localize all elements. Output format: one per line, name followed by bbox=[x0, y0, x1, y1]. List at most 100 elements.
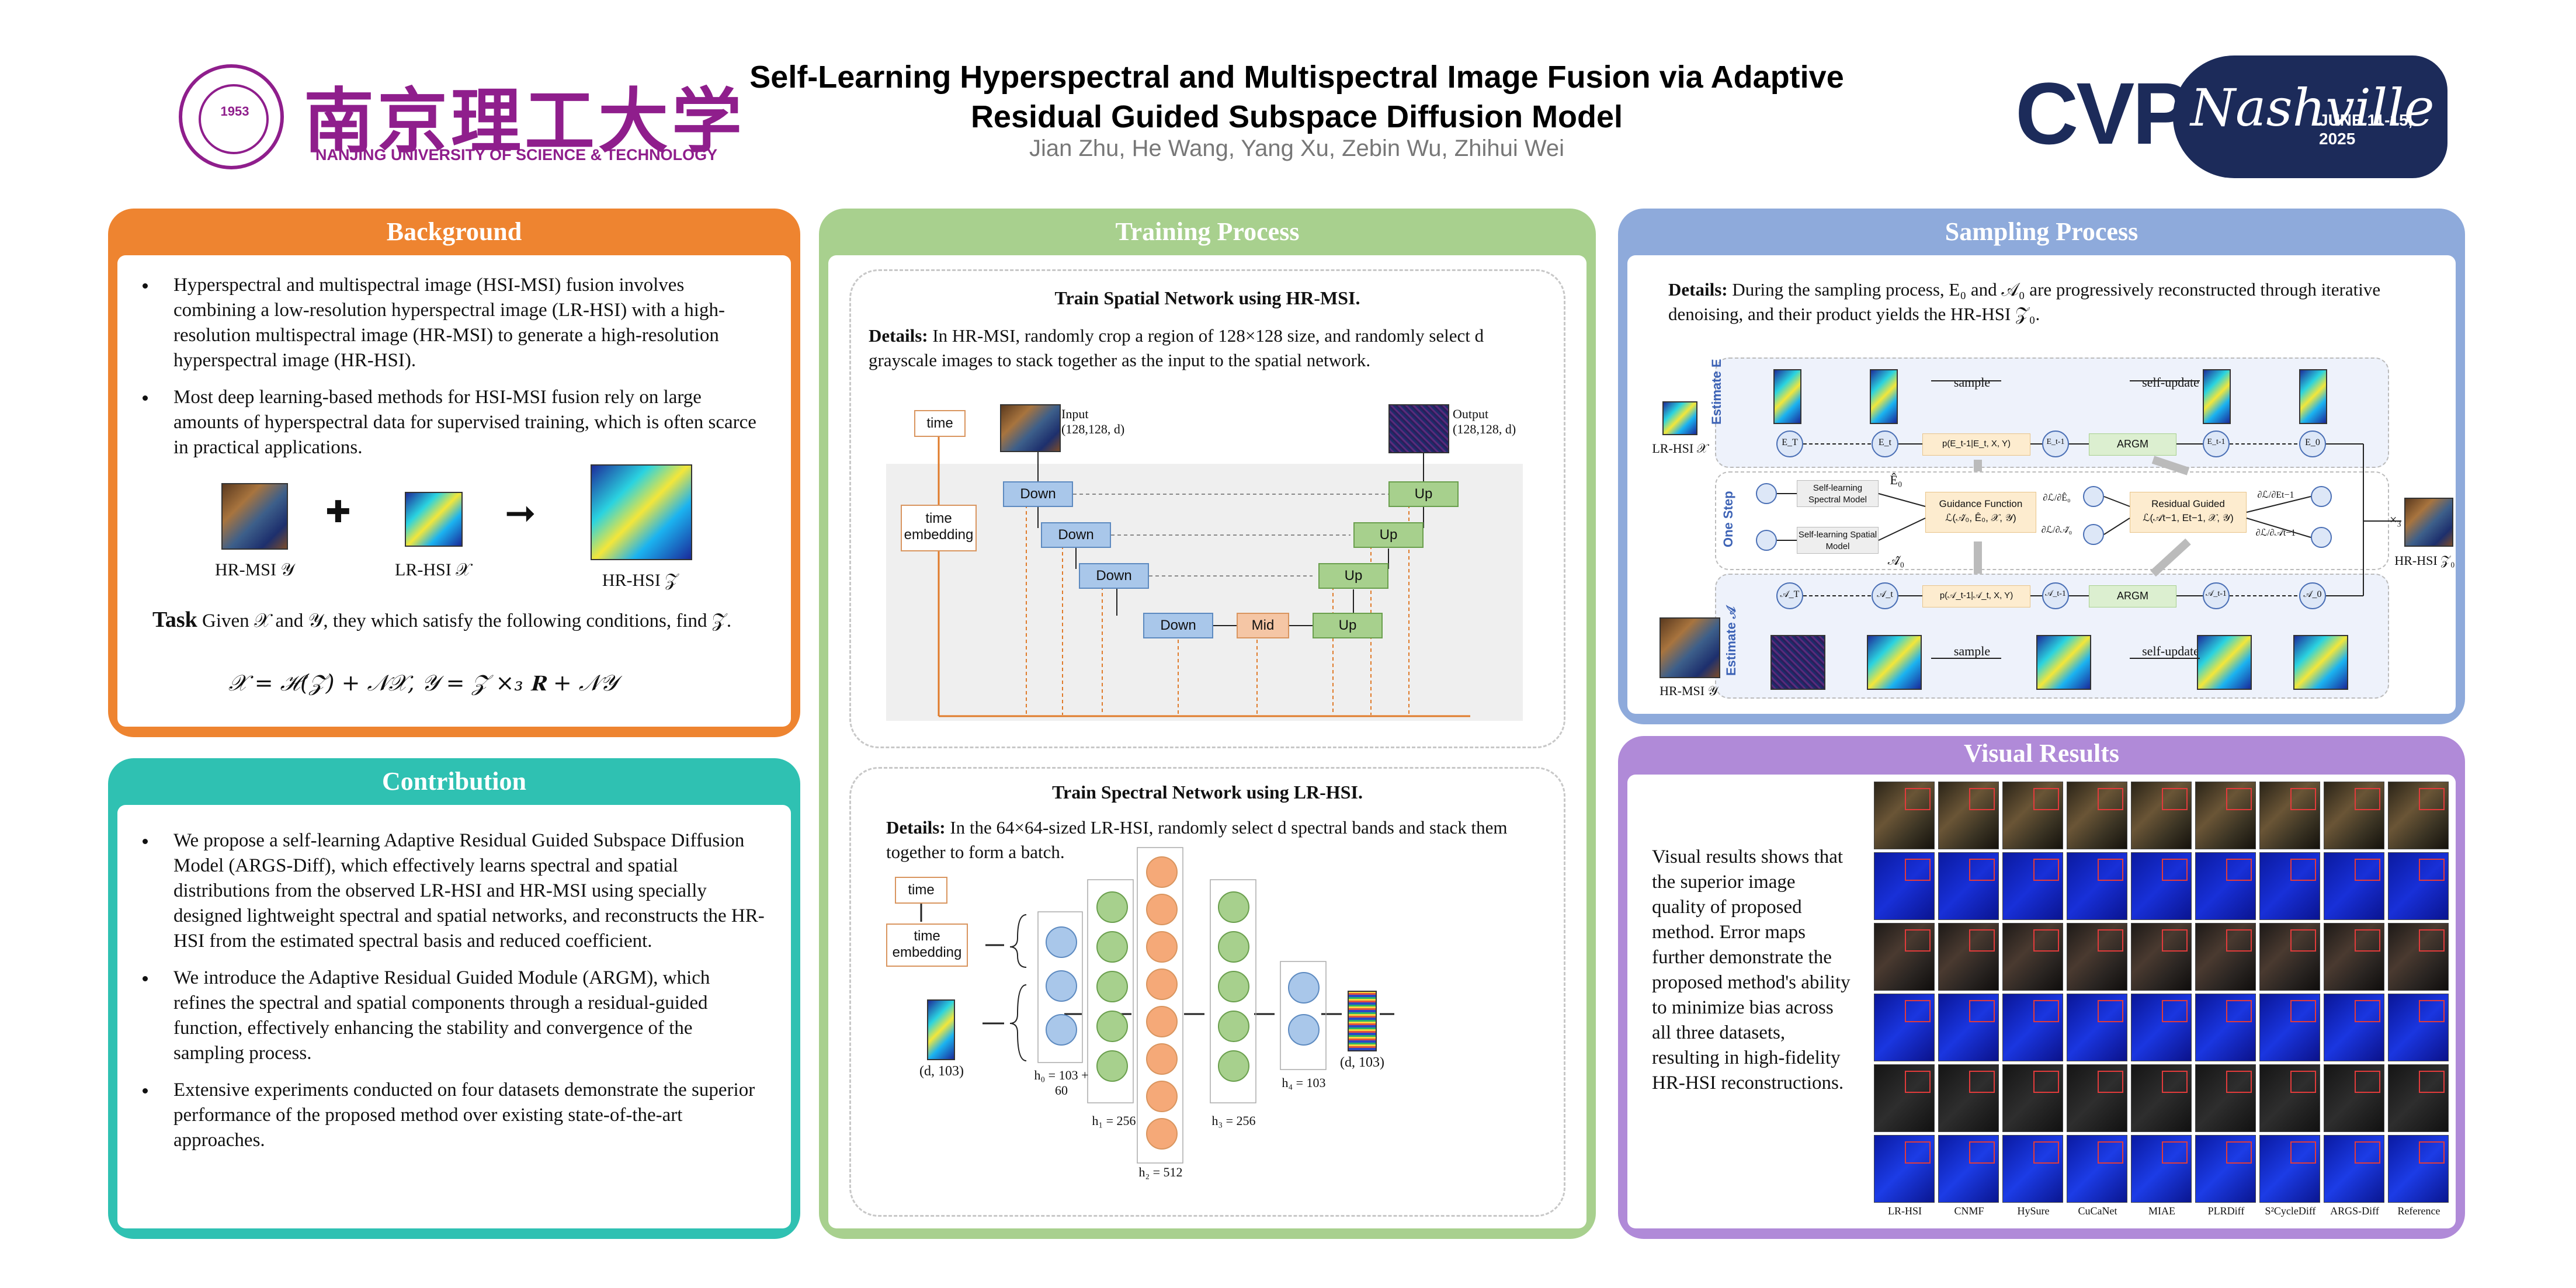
residual-guided-title: Residual Guided bbox=[2151, 498, 2225, 509]
result-cell bbox=[2324, 782, 2384, 849]
e-sample-label: sample bbox=[1953, 375, 1991, 390]
zoom-box bbox=[2033, 1000, 2059, 1022]
sampling-arrows bbox=[1777, 380, 2401, 659]
result-cell bbox=[1938, 1135, 1999, 1203]
spectral-time-embedding-box: time embedding bbox=[886, 924, 968, 967]
spatial-output-title: Output bbox=[1453, 407, 1489, 421]
layer4-node-2 bbox=[1288, 1014, 1320, 1046]
sampling-details: Details: During the sampling process, E₀… bbox=[1668, 277, 2439, 327]
hr-hsi-caption: HR-HSI 𝒵 bbox=[602, 571, 679, 590]
training-panel: Training Process Train Spatial Network u… bbox=[819, 209, 1596, 1239]
task-label: Task bbox=[152, 607, 197, 632]
zoom-box bbox=[2419, 859, 2445, 881]
layer3-node-1 bbox=[1218, 891, 1249, 923]
result-cell bbox=[2195, 1064, 2256, 1132]
background-bullets: Hyperspectral and multispectral image (H… bbox=[134, 273, 765, 472]
mlp-connections bbox=[920, 847, 1394, 1164]
sampling-details-text: During the sampling process, E₀ and 𝒜₀ a… bbox=[1668, 279, 2381, 324]
method-label-s2cyclediff: S²CycleDiff bbox=[2265, 1205, 2316, 1217]
training-body: Train Spatial Network using HR-MSI. Deta… bbox=[828, 255, 1586, 1228]
layer0-node-3 bbox=[1046, 1014, 1077, 1046]
result-cell bbox=[2259, 852, 2320, 920]
result-cell bbox=[2067, 994, 2127, 1061]
zoom-box bbox=[2226, 929, 2252, 952]
result-cell bbox=[2002, 1135, 2063, 1203]
result-cell bbox=[2002, 852, 2063, 920]
layer3-node-4 bbox=[1218, 1011, 1249, 1042]
layer2-node-8 bbox=[1146, 1118, 1178, 1150]
zoom-box bbox=[2290, 788, 2316, 810]
zoom-box bbox=[1905, 859, 1931, 881]
down-block-1: Down bbox=[1003, 481, 1073, 507]
contribution-bullet-2: We introduce the Adaptive Residual Guide… bbox=[157, 966, 765, 1066]
result-cell bbox=[2067, 923, 2127, 991]
layer2-node-6 bbox=[1146, 1043, 1178, 1075]
e-node-t: E_t bbox=[1872, 431, 1898, 457]
spatial-output-label: Output (128,128, d) bbox=[1453, 407, 1540, 437]
conference-dates: JUNE 11-15, 2025 bbox=[2319, 111, 2413, 148]
poster-title-line2: Residual Guided Subspace Diffusion Model bbox=[970, 99, 1623, 134]
visual-results-text: Visual results shows that the superior i… bbox=[1652, 846, 1851, 1093]
result-cell bbox=[2067, 1135, 2127, 1203]
grad-e2-label: ∂ℒ/∂Et−1 bbox=[2257, 490, 2294, 500]
zoom-box bbox=[2033, 1071, 2059, 1093]
e-node-t-1: E_t-1 bbox=[2042, 431, 2069, 457]
layer4-label: h₄ = 103 bbox=[1282, 1075, 1326, 1090]
zoom-box bbox=[1969, 1141, 1995, 1164]
plus-icon: ✚ bbox=[325, 495, 351, 530]
up-block-3: Up bbox=[1353, 522, 1424, 548]
task-equation: 𝒳 = ℋ(𝒵) + 𝒩𝒳, 𝒴 = 𝒵 ×₃ 𝐑 + 𝒩𝒴 bbox=[228, 670, 617, 696]
grad-a2-label: ∂ℒ/∂𝒜t−1 bbox=[2255, 528, 2296, 538]
result-cell bbox=[2259, 923, 2320, 991]
zoom-box bbox=[2355, 859, 2380, 881]
zoom-box bbox=[2033, 929, 2059, 952]
poster-title: Self-Learning Hyperspectral and Multispe… bbox=[689, 57, 1904, 137]
spatial-time-box: time bbox=[914, 410, 966, 437]
layer2-label: h₂ = 512 bbox=[1138, 1165, 1183, 1179]
zoom-box bbox=[1969, 1000, 1995, 1022]
zoom-box bbox=[2290, 859, 2316, 881]
down-block-4: Down bbox=[1143, 613, 1213, 638]
spatial-details: Details: In HR-MSI, randomly crop a regi… bbox=[869, 324, 1552, 373]
a-node-t: 𝒜_t bbox=[1872, 582, 1898, 609]
zoom-box bbox=[2033, 1141, 2059, 1164]
a-thumb-1 bbox=[1770, 635, 1825, 690]
method-label-args-diff: ARGS-Diff bbox=[2330, 1205, 2379, 1217]
spatial-output-size: (128,128, d) bbox=[1453, 422, 1516, 436]
spatial-network-box: Train Spatial Network using HR-MSI. Deta… bbox=[849, 269, 1565, 748]
a0-hat-label: 𝒜̂₀ bbox=[1887, 553, 1905, 568]
zoom-box bbox=[2098, 859, 2123, 881]
zoom-box bbox=[2226, 788, 2252, 810]
mid-block: Mid bbox=[1237, 613, 1289, 638]
guidance-function-sub: ℒ(𝒜̂₀, Ê₀, 𝒳, 𝒴) bbox=[1945, 512, 2016, 523]
zoom-box bbox=[1905, 1141, 1931, 1164]
result-cell bbox=[2388, 994, 2449, 1061]
zoom-box bbox=[1905, 1071, 1931, 1093]
method-label-lr-hsi: LR-HSI bbox=[1888, 1205, 1922, 1217]
e0-hat-label: Ê₀ bbox=[1890, 473, 1903, 487]
e-argm-box: ARGM bbox=[2089, 433, 2176, 456]
a-sample-label: sample bbox=[1953, 644, 1991, 658]
zoom-box bbox=[1969, 929, 1995, 952]
spectral-network-box: Train Spectral Network using LR-HSI. Det… bbox=[849, 767, 1565, 1217]
visual-results-body: Visual results shows that the superior i… bbox=[1627, 775, 2456, 1228]
grad-a-label: ∂ℒ/∂𝒜̂₀ bbox=[2041, 525, 2072, 535]
zoom-box bbox=[2419, 788, 2445, 810]
result-cell bbox=[2131, 1135, 2192, 1203]
hr-msi-image bbox=[221, 483, 288, 550]
spatial-details-label: Details: bbox=[869, 325, 928, 346]
e-thumb-4 bbox=[2299, 369, 2327, 424]
result-cell bbox=[2067, 782, 2127, 849]
zoom-box bbox=[2033, 859, 2059, 881]
contribution-heading: Contribution bbox=[382, 767, 526, 796]
result-cell bbox=[1938, 923, 1999, 991]
result-cell bbox=[2002, 994, 2063, 1061]
result-cell bbox=[2324, 852, 2384, 920]
result-cell bbox=[1938, 852, 1999, 920]
lr-hsi-caption: LR-HSI 𝒳 bbox=[395, 560, 471, 579]
zoom-box bbox=[2419, 929, 2445, 952]
layer2-node-5 bbox=[1146, 1006, 1178, 1037]
layer2-node-7 bbox=[1146, 1081, 1178, 1112]
method-label-miae: MIAE bbox=[2148, 1205, 2175, 1217]
spectral-input-size: (d, 103) bbox=[919, 1064, 964, 1079]
